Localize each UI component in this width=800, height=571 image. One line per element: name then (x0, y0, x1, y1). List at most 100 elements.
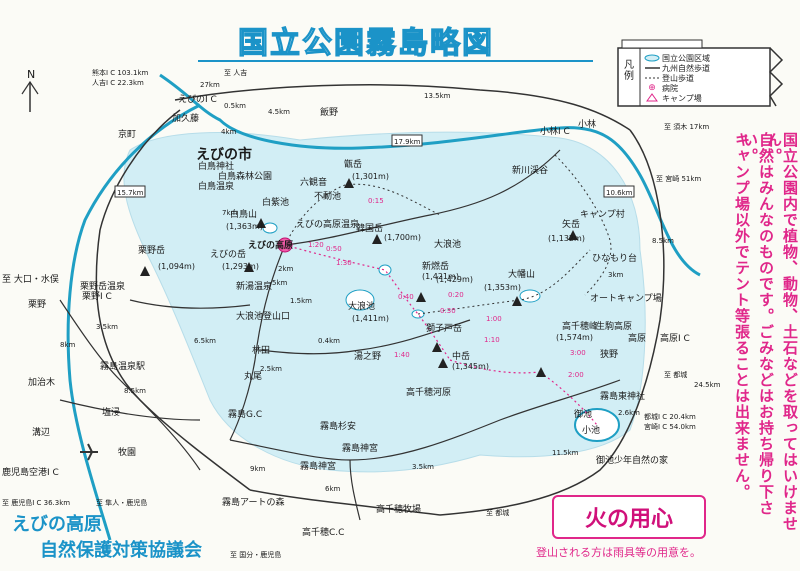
dist-label: 8km (60, 341, 76, 349)
label-kakuto: 加久藤 (172, 114, 200, 124)
trail-time: 0:50 (326, 245, 342, 253)
label-to-miyakonojo: 至 都城 (664, 371, 688, 379)
label-kirishima-shrine-2: 霧島神宮 (300, 462, 337, 472)
dist-label: 1.5km (290, 297, 313, 305)
fire-caution-note: 登山される方は雨具等の用意を。 (536, 546, 701, 559)
label-onami-camp: オートキャンプ場 (590, 294, 662, 304)
legend: 凡例 国立公園区域 九州自然歩道 登山歩道 病院 キャンプ場 (612, 42, 792, 104)
label-miyazaki-ic: 宮崎I C 54.0km (644, 423, 696, 431)
map-title: 国立公園霧島略図 (237, 25, 494, 61)
dist-label: 11.5km (552, 449, 579, 457)
label-ohatayama: 大幡山 (508, 270, 536, 280)
label-karakunidake: 韓国岳 (356, 224, 384, 234)
dist-label: 8.5km (124, 387, 147, 395)
trail-time: 0:30 (440, 307, 456, 315)
label-takachiho-kawara: 高千穂河原 (406, 388, 452, 398)
onami-pond (345, 289, 375, 311)
notice-line-3: キャンプ場以外でテント等張ることは出来ません。 (733, 132, 751, 500)
label-shinkawa: 新川渓谷 (512, 166, 549, 176)
label-sanoshi: 霧島東神社 (600, 392, 646, 402)
dist-label: 13.5km (424, 92, 451, 100)
peak-shishiko (432, 342, 442, 352)
road-inner-1 (229, 244, 286, 441)
label-shishikodake-alt: (1,429m) (436, 275, 473, 284)
airplane-icon (80, 443, 98, 461)
label-ebino-city: えびの市 (196, 147, 252, 163)
label-to-suki: 至 須木 17km (664, 123, 710, 131)
dist-label: 2.6km (618, 409, 641, 417)
label-to-hayato: 至 隼人・鹿児島 (96, 499, 148, 507)
trail-time: 1:40 (394, 351, 410, 359)
road-inner-3 (229, 379, 621, 461)
label-to-kagoshima-ic: 至 鹿児島I C 36.3km (2, 499, 71, 507)
dist-label: 15.7km (117, 189, 144, 197)
box-15-7 (114, 185, 146, 198)
label-shinmoedake: 新燃岳 (422, 262, 450, 272)
dist-label: 0.5km (224, 102, 247, 110)
road-inner-5 (59, 299, 201, 471)
park-area (123, 131, 646, 473)
dist-label: 3.5km (96, 323, 119, 331)
label-hitoyoshi-km: 27km (200, 81, 220, 89)
fire-caution-box: 火の用心 (552, 495, 706, 539)
notice-line-1: 国立公園内で植物、動物、土石などを取ってはいけません。 (765, 132, 799, 532)
road-loop-east (439, 129, 665, 516)
label-takaharu: 高原 (628, 334, 647, 344)
road-inner-6 (59, 399, 201, 421)
label-hitoyoshi-ic: 人吉I C 22.3km (92, 79, 144, 87)
label-kajiki: 加治木 (28, 378, 56, 388)
label-kobayashi: 小林 (578, 120, 597, 130)
label-shishikodake: 獅子戸岳 (426, 324, 463, 334)
label-takachiho-farm: 高千穂牧場 (376, 505, 422, 515)
label-takaharu-ic: 高原I C (660, 334, 690, 344)
label-ohatayama-alt: (1,353m) (484, 283, 521, 292)
label-hinamori-camp: キャンプ村 (580, 210, 625, 220)
label-shiratori-park: 白鳥森林公園 (218, 172, 273, 182)
title-underline (198, 60, 593, 62)
label-kurinodake: 栗野岳 (138, 246, 166, 256)
legend-item-camp: キャンプ場 (662, 94, 702, 103)
label-rokkannon: 六観音 (300, 178, 328, 188)
dist-label: 4.5km (268, 108, 291, 116)
trail-time: 1:10 (484, 336, 500, 344)
trail-time: 3:00 (570, 349, 586, 357)
label-kurino: 栗野 (28, 300, 47, 310)
label-shiratoriyama: 白鳥山 (230, 210, 258, 220)
legend-item-nature-trail: 九州自然歩道 (662, 64, 710, 73)
road-loop-west (95, 109, 251, 491)
trail-6 (554, 154, 612, 296)
legend-heading: 凡例 (624, 60, 634, 82)
miike-pond (574, 408, 620, 442)
label-fudo-ike: 不動池 (314, 192, 342, 202)
dist-label: 6.5km (194, 337, 217, 345)
label-yatakedake-alt: (1,132m) (548, 234, 585, 243)
peak-nakadake (438, 358, 448, 368)
trail-time: 0:20 (448, 291, 464, 299)
road-inner-2 (284, 149, 561, 246)
organization-line-2: 自然保護対策協議会 (40, 540, 202, 561)
label-miike: 御池 (574, 410, 593, 420)
peak-kurino (140, 266, 150, 276)
road-north (174, 84, 631, 131)
label-kirishima-golf: 霧島G.C (228, 410, 263, 420)
peak-ebinodake (244, 262, 254, 272)
label-onami-ike: 大浪池 (348, 302, 376, 312)
label-to-hitoyoshi: 至 人吉 (224, 69, 248, 77)
label-takachihonomine: 高千穂峰 (562, 322, 599, 332)
ohata-pond (519, 289, 541, 303)
label-makizono: 牧園 (118, 448, 137, 458)
label-kurinodake-alt: (1,094m) (158, 262, 195, 271)
label-shiratoriyama-alt: (1,363m) (226, 222, 263, 231)
label-miike-shonen: 御池少年自然の家 (596, 456, 669, 466)
label-shioya: 塩浸 (102, 408, 121, 418)
legend-item-park: 国立公園区域 (662, 54, 710, 63)
dist-label: 5km (272, 279, 288, 287)
label-shinyu: 新湯温泉 (236, 282, 273, 292)
label-to-miyazaki: 至 宮崎 51km (656, 175, 702, 183)
peak-yatake (568, 230, 578, 240)
label-miyakonojo-dist: 24.5km (694, 381, 721, 389)
label-ebino-ic: えびのI C (178, 95, 217, 105)
trail-time: 1:00 (486, 315, 502, 323)
box-17-9 (391, 134, 423, 147)
